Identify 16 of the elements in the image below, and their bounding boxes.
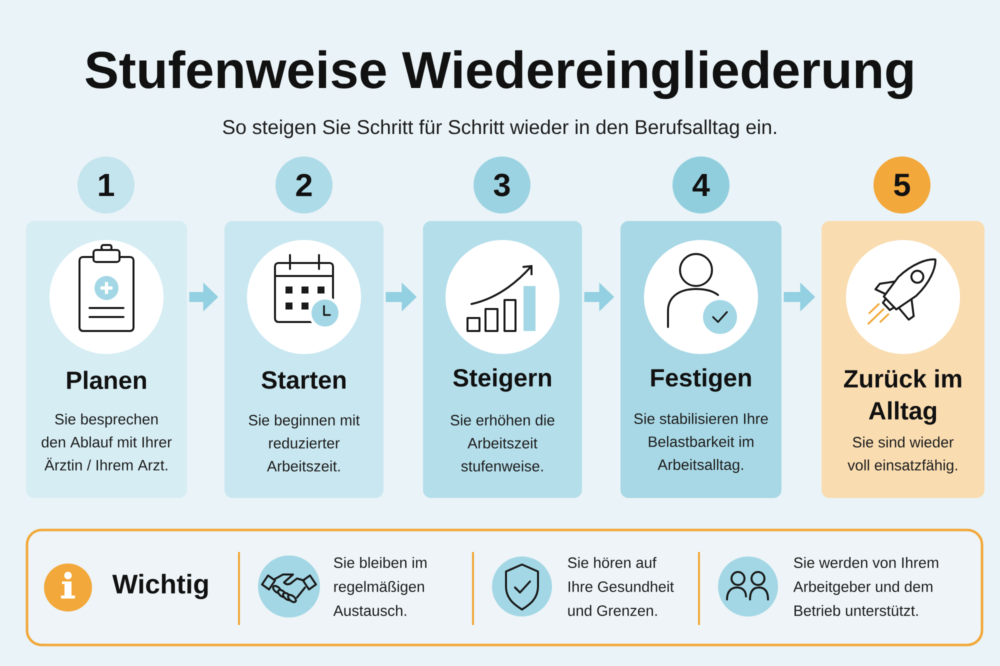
step-heading: Starten <box>262 371 346 389</box>
note-text: Sie werden von Ihrem Arbeitgeber und dem Betrieb unterstützt. <box>793 556 938 616</box>
note-text: Sie hören auf Ihre Gesundheit und Grenzen. <box>568 556 674 616</box>
step-description: Sie stabilisieren Ihre Belastbarkeit im Arbeitsalltag. <box>634 413 768 473</box>
title: Stufenweise Wiedereingliederung <box>86 50 912 100</box>
step-heading: Steigern <box>453 368 551 392</box>
step-description: Sie beginnen mit reduzierter Arbeitszeit. <box>248 414 360 472</box>
step-description: Sie sind wieder voll einsatzfähig. <box>848 436 958 474</box>
panel-heading: Wichtig <box>112 574 208 600</box>
step-heading: Festigen <box>651 368 751 392</box>
step-description: Sie erhöhen die Arbeitszeit stufenweise. <box>450 414 554 472</box>
subtitle: So steigen Sie Schritt für Schritt wieder in den Berufsalltag ein. <box>222 120 776 138</box>
step-heading: Zurück im Alltag <box>844 369 962 425</box>
step-description: Sie besprechen den Ablauf mit Ihrer Ärztin / Ihrem Arzt. <box>42 413 172 470</box>
note-text: Sie bleiben im regelmäßigen Austausch. <box>333 556 426 616</box>
step-heading: Planen <box>67 370 146 390</box>
